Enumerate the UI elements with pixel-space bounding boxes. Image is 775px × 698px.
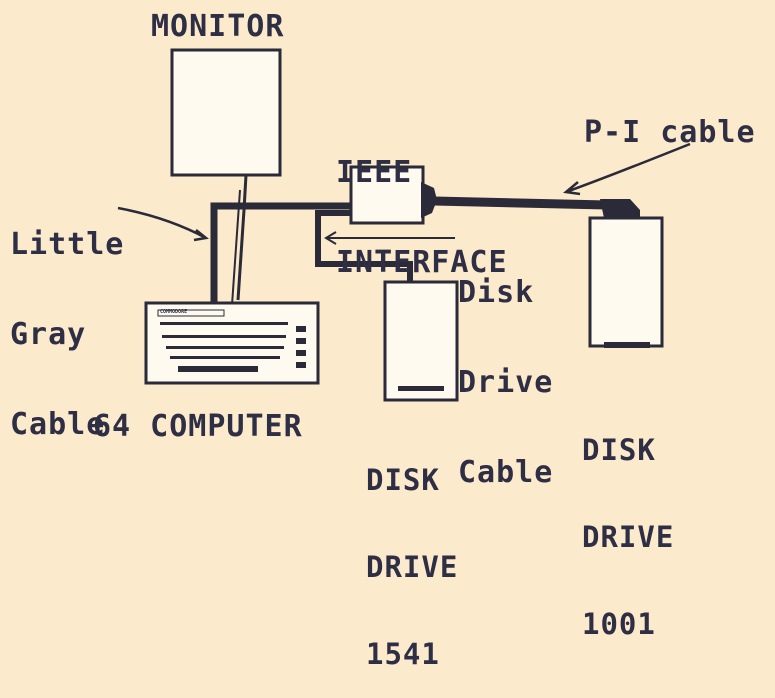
keyboard-brand-text: COMMODORE [160,309,188,315]
disk-drive-1001-box [588,216,664,348]
ieee-label-line1: IEEE [336,155,413,190]
drive1001-line3: 1001 [582,607,656,641]
drive1541-line1: DISK [366,463,440,497]
disk-drive-cable [315,210,413,282]
disk-drive-1541-box [383,280,459,402]
ieee-label-line2: INTERFACE [336,245,508,280]
little-gray-cable-label: Little Gray Cable [10,170,124,470]
keyboard-brand-strip [157,309,225,317]
connection-diagram [117,48,691,402]
disk-drive-cable-line2: Drive [458,365,554,400]
little-gray-cable [210,202,352,302]
drive1541-line2: DRIVE [366,550,459,584]
monitor-cable [236,174,248,301]
disk-drive-cable-line3: Cable [458,455,554,490]
pi-cable-arrow [563,142,691,196]
little-gray-line3: Cable [10,407,106,442]
disk-drive-cable-line1: Disk [458,275,535,310]
disk-drive-1541-slot [398,386,444,391]
disk-drive-1001-label: DISK DRIVE 1001 [582,378,674,668]
disk-drive-cable-label: Disk Drive Cable [458,218,553,518]
drive1541-line3: 1541 [366,637,440,671]
ieee-interface-box [349,165,425,225]
disk-drive-1541-label: DISK DRIVE 1541 [366,408,458,698]
drive1001-line1: DISK [582,433,656,467]
disk-drive-cable-arrow [324,231,455,245]
little-gray-line1: Little [10,227,125,262]
interface-connector [421,182,437,218]
computer-spacebar [178,366,258,372]
monitor-box [170,48,282,177]
keyboard-keys [160,322,306,368]
pi-cable-plug [600,199,640,220]
pi-cable-label: P-I cable [584,115,756,150]
ieee-interface-label: IEEE INTERFACE [336,98,508,308]
monitor-label: MONITOR [151,9,285,44]
drive1001-line2: DRIVE [582,520,675,554]
disk-drive-1001-slot [604,342,650,348]
pi-cable [433,196,608,210]
little-gray-arrow [117,206,209,242]
little-gray-line2: Gray [10,317,87,352]
computer-label: 64 COMPUTER [93,409,303,444]
